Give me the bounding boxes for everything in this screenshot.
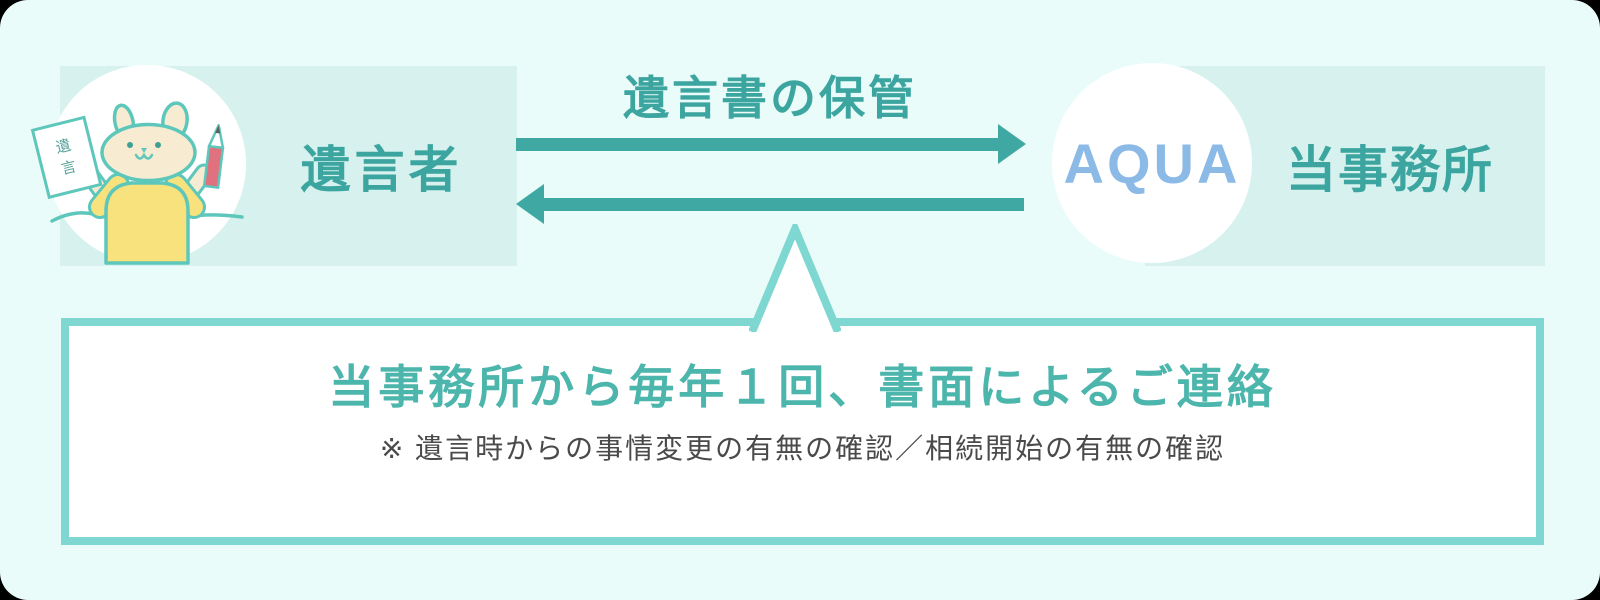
will-paper-label-char2: 言 [59,158,78,178]
rabbit-head [100,122,197,183]
rabbit-illustration: 遺 言 [30,65,246,265]
arrow-left-icon [516,184,544,224]
arrow-right-icon [998,124,1026,164]
office-label: 当事務所 [1286,142,1494,198]
rabbit-face [127,142,161,160]
callout-title: 当事務所から毎年１回、書面によるご連絡 [328,361,1277,413]
will-paper: 遺 言 [30,115,103,200]
flow-label-storage: 遺言書の保管 [623,72,917,124]
testator-label: 遺言者 [300,142,463,198]
aqua-logo-circle: AQUA [1052,63,1252,263]
callout-note: ※ 遺言時からの事情変更の有無の確認／相続開始の有無の確認 [379,433,1226,465]
arrow-right-shaft [516,138,998,151]
annual-contact-callout: 当事務所から毎年１回、書面によるご連絡 ※ 遺言時からの事情変更の有無の確認／相… [61,318,1544,545]
pencil-icon [202,123,225,190]
aqua-logo: AQUA [1063,131,1241,195]
rabbit-shirt [104,181,190,265]
arrow-left-shaft [544,198,1024,211]
will-paper-label-char1: 遺 [54,137,73,157]
callout-pointer-icon [749,224,841,332]
